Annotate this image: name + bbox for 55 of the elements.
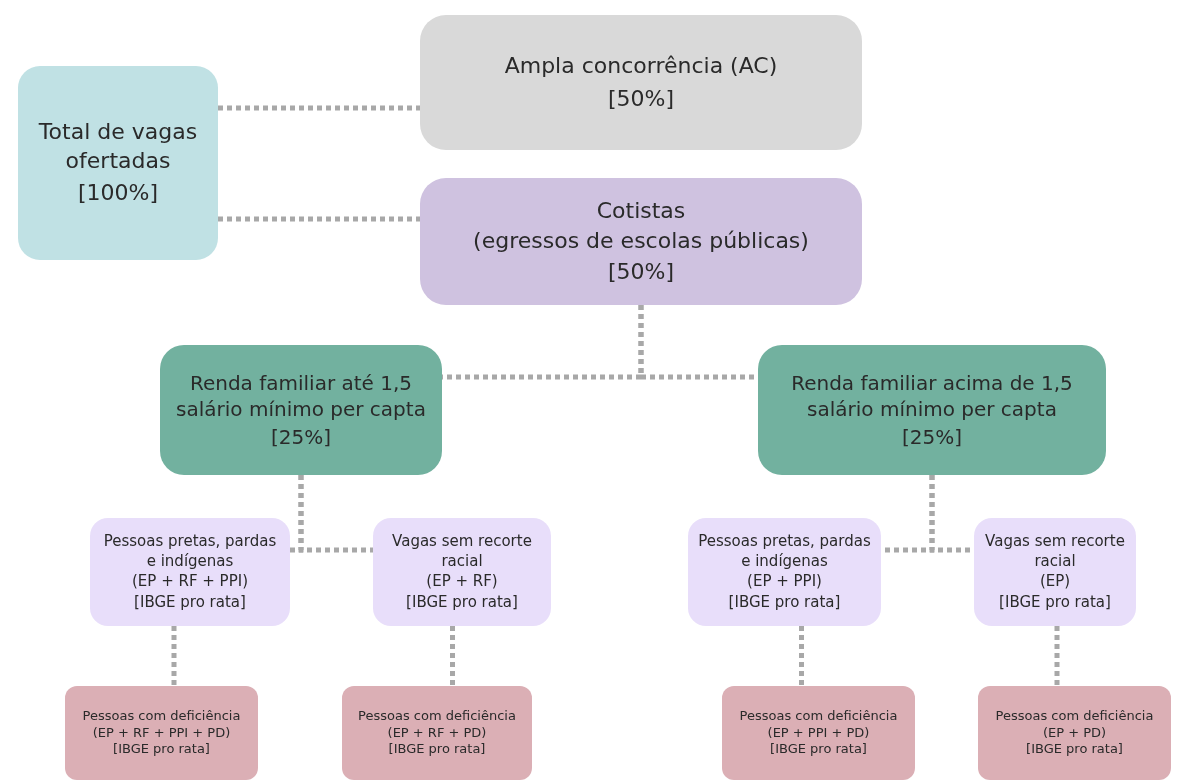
box-text: [100%]	[77, 179, 159, 208]
box-text: Cotistas	[596, 196, 686, 225]
category-box	[160, 345, 442, 475]
dotted-connector	[799, 626, 804, 686]
box-text: Pessoas com deficiência	[358, 707, 516, 725]
box-text: [25%]	[270, 424, 332, 450]
box-text: (EP)	[1039, 572, 1071, 592]
category-box	[65, 686, 258, 780]
dotted-connector	[1054, 626, 1060, 686]
category-box	[342, 686, 532, 780]
box-text: [IBGE pro rata]	[770, 741, 867, 759]
dotted-connector	[171, 626, 177, 686]
box-text: Pessoas com deficiência	[82, 707, 241, 725]
box-text: [IBGE pro rata]	[388, 741, 486, 759]
box-text: [50%]	[607, 84, 675, 113]
box-text: Renda familiar até 1,5 salário mínimo per capta	[175, 370, 427, 422]
dotted-connector	[218, 105, 420, 111]
box-text: Renda familiar acima de 1,5 salário mínimo per capta	[790, 370, 1074, 422]
category-box	[978, 686, 1171, 780]
category-box	[18, 66, 218, 260]
box-text: (EP + PD)	[1042, 724, 1107, 742]
category-box	[758, 345, 1106, 475]
category-box	[722, 686, 915, 780]
box-text: Pessoas pretas, pardas e indígenas	[102, 532, 278, 571]
box-text: (EP + RF + PPI)	[132, 572, 248, 592]
box-text: (EP + RF + PD)	[387, 724, 487, 742]
category-box	[420, 15, 862, 150]
dotted-connector	[450, 626, 455, 686]
box-text: [IBGE pro rata]	[728, 592, 841, 612]
box-text: Total de vagas ofertadas	[37, 118, 199, 175]
box-text: Pessoas pretas, pardas e indígenas	[698, 532, 871, 571]
box-text: Pessoas com deficiência	[995, 707, 1154, 725]
box-text: (egressos de escolas públicas)	[473, 227, 809, 256]
box-text: (EP + PPI + PD)	[767, 724, 870, 742]
category-box	[373, 518, 551, 626]
category-box	[688, 518, 881, 626]
category-box	[974, 518, 1136, 626]
box-text: Ampla concorrência (AC)	[504, 51, 778, 80]
box-text: Vagas sem recorte racial	[984, 532, 1126, 571]
box-text: [IBGE pro rata]	[113, 741, 210, 759]
category-box	[420, 178, 862, 305]
box-text: [IBGE pro rata]	[406, 592, 518, 612]
box-text: (EP + RF + PPI + PD)	[92, 724, 231, 742]
category-box	[90, 518, 290, 626]
box-text: [IBGE pro rata]	[1026, 741, 1123, 759]
box-text: [IBGE pro rata]	[999, 592, 1111, 612]
box-text: Pessoas com deficiência	[739, 707, 898, 725]
box-text: [25%]	[901, 424, 963, 450]
box-text: Vagas sem recorte racial	[391, 532, 533, 571]
box-text: [IBGE pro rata]	[134, 592, 246, 612]
dotted-connector	[218, 216, 420, 222]
dotted-connector	[298, 475, 373, 553]
box-text: (EP + PPI)	[747, 572, 822, 592]
box-text: [50%]	[607, 257, 675, 286]
box-text: (EP + RF)	[426, 572, 498, 592]
